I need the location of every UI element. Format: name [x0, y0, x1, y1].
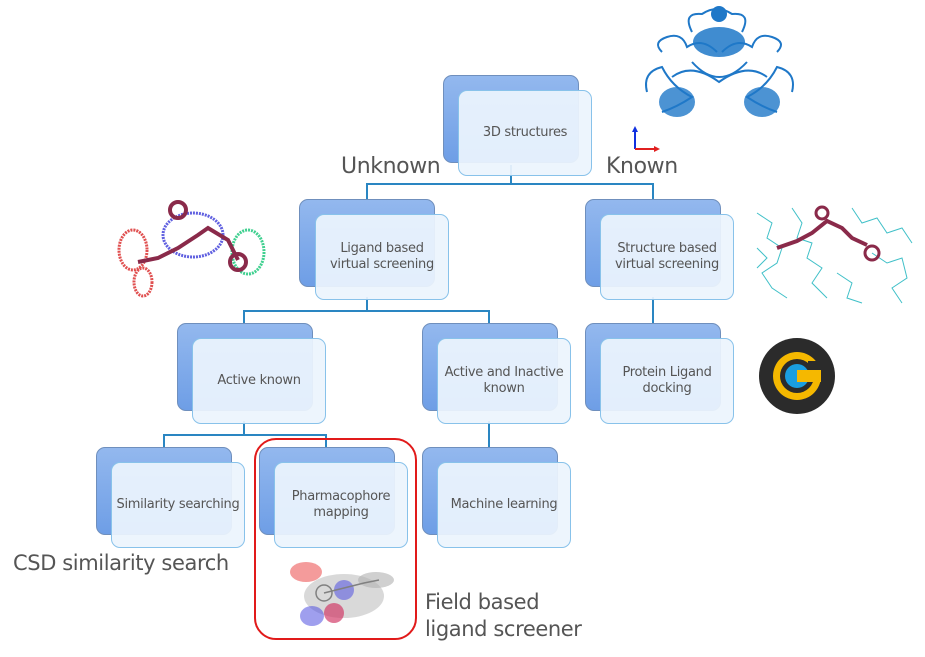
connector-to-active — [243, 310, 245, 323]
connector-to-ligand — [366, 183, 368, 199]
node-machine-learning-label: Machine learning — [437, 462, 571, 548]
ligand-field-map-image — [117, 200, 266, 298]
connector-level3-horizontal — [163, 434, 326, 436]
field-based-molecule-image — [290, 562, 394, 626]
connector-structure-to-docking — [652, 297, 654, 323]
node-ligand-based-vs-label: Ligand based virtual screening — [315, 214, 449, 300]
node-protein-ligand-docking-label: Protein Ligand docking — [600, 338, 734, 424]
binding-site-image — [752, 203, 917, 306]
protein-structure-image — [645, 6, 794, 117]
annotation-field-based-line1: Field based — [425, 590, 540, 614]
connector-ligand-down — [366, 297, 368, 311]
annotation-csd-similarity: CSD similarity search — [13, 551, 229, 575]
node-similarity-searching-label: Similarity searching — [111, 462, 245, 548]
highlight-frame — [254, 438, 417, 640]
annotation-field-based-line2: ligand screener — [425, 617, 582, 641]
connector-to-structure — [652, 183, 654, 199]
node-active-known-label: Active known — [192, 338, 326, 424]
connector-level2-horizontal — [243, 310, 489, 312]
branch-label-known: Known — [606, 154, 678, 179]
node-3d-structures-label: 3D structures — [458, 90, 592, 176]
node-active-inactive-known-label: Active and Inactive known — [437, 338, 571, 424]
node-pharmacophore-mapping-label: Pharmacophore mapping — [274, 462, 408, 548]
gold-docking-logo-icon — [759, 338, 835, 414]
branch-label-unknown: Unknown — [341, 154, 441, 179]
connector-level1-horizontal — [366, 183, 654, 185]
connector-to-active-inactive — [488, 310, 490, 323]
axis-indicator-icon — [632, 126, 660, 152]
connector-to-ml — [488, 421, 490, 447]
node-structure-based-vs-label: Structure based virtual screening — [600, 214, 734, 300]
connector-to-similarity — [163, 434, 165, 447]
connector-active-down — [243, 421, 245, 435]
connector-to-pharmacophore — [325, 434, 327, 447]
